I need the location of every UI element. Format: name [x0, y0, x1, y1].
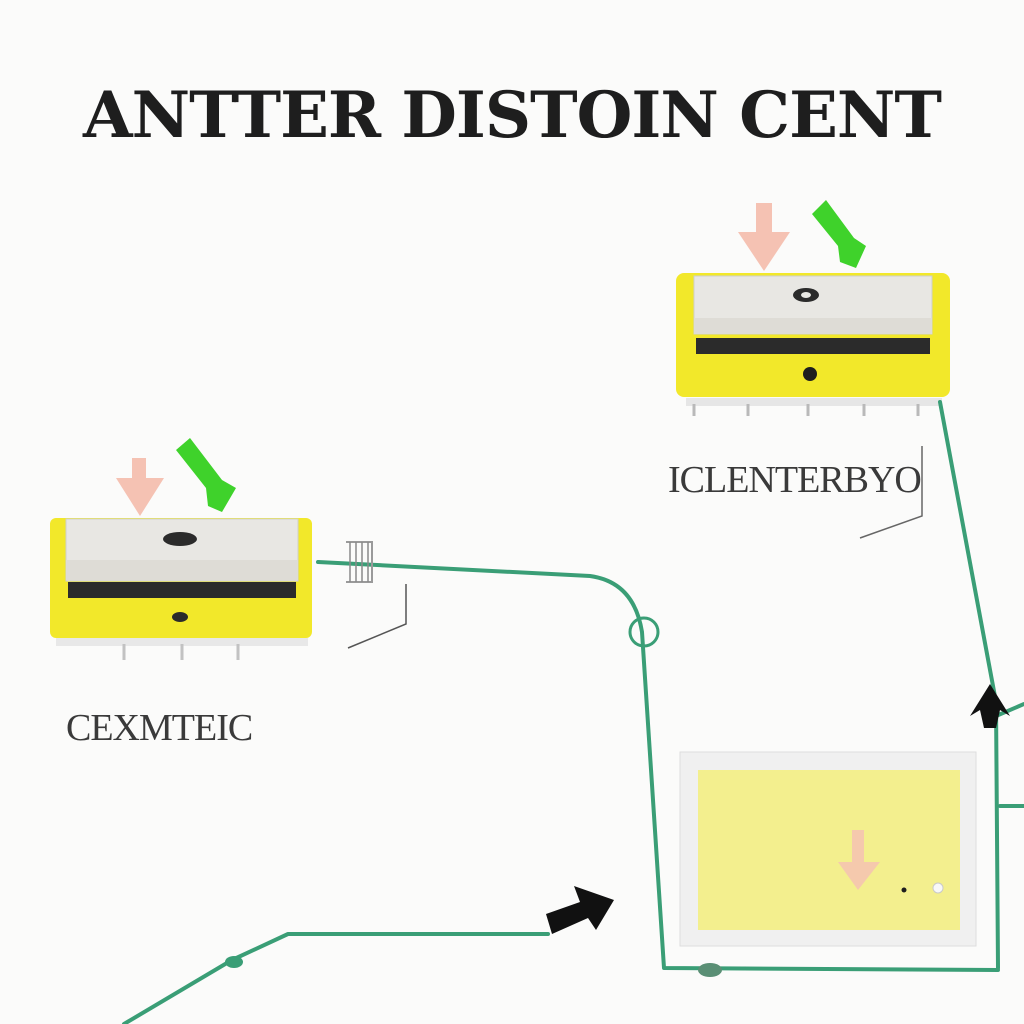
pipe-connector-coil: [349, 542, 369, 582]
pipe-fitting-corner: [698, 963, 722, 977]
ac-unit-left-sensor: [172, 612, 188, 622]
pipe-connector: [346, 541, 373, 583]
display-panel: [679, 751, 977, 947]
pipe-bottom: [122, 932, 550, 1024]
ac-unit-left-vent: [68, 582, 296, 598]
ac-unit-left: [50, 518, 312, 660]
ac-unit-left-feet: [122, 644, 240, 660]
right-unit-label: ICLENTERBYO: [668, 459, 922, 501]
down-arrow-icon: [838, 830, 880, 890]
arrowhead-icon: [970, 684, 1010, 728]
display-panel-dot: [901, 887, 907, 893]
ac-unit-right-indicator-dot: [801, 292, 811, 298]
down-arrow-icon: [116, 458, 164, 516]
pipe-fitting-bottom: [225, 956, 243, 968]
down-arrow-icon: [812, 200, 866, 268]
display-panel-screen: [698, 770, 960, 930]
display-panel-knob: [932, 882, 944, 894]
down-arrow-icon: [176, 438, 236, 512]
leader-line-left: [347, 584, 407, 649]
ac-unit-right-feet: [692, 404, 920, 416]
pipe-main: [316, 560, 1000, 972]
pipe-valve: [628, 616, 660, 648]
diagram-title: ANTTER DISTOIN CENT: [83, 78, 942, 153]
ac-unit-right: [676, 273, 950, 416]
ac-unit-right-base: [686, 398, 942, 406]
ac-unit-right-panel: [694, 318, 932, 334]
leader-line-right: [859, 446, 923, 539]
ac-unit-left-panel: [66, 560, 298, 580]
left-unit-label: CEXMTEIC: [66, 707, 253, 749]
ac-unit-left-indicator: [163, 532, 197, 546]
ac-unit-right-sensor: [803, 367, 817, 381]
ac-unit-left-base: [56, 638, 308, 646]
down-arrow-icon: [738, 203, 790, 271]
ac-unit-right-vent: [696, 338, 930, 354]
pipe-right-branch: [994, 702, 1024, 718]
arrowhead-icon: [546, 886, 614, 934]
